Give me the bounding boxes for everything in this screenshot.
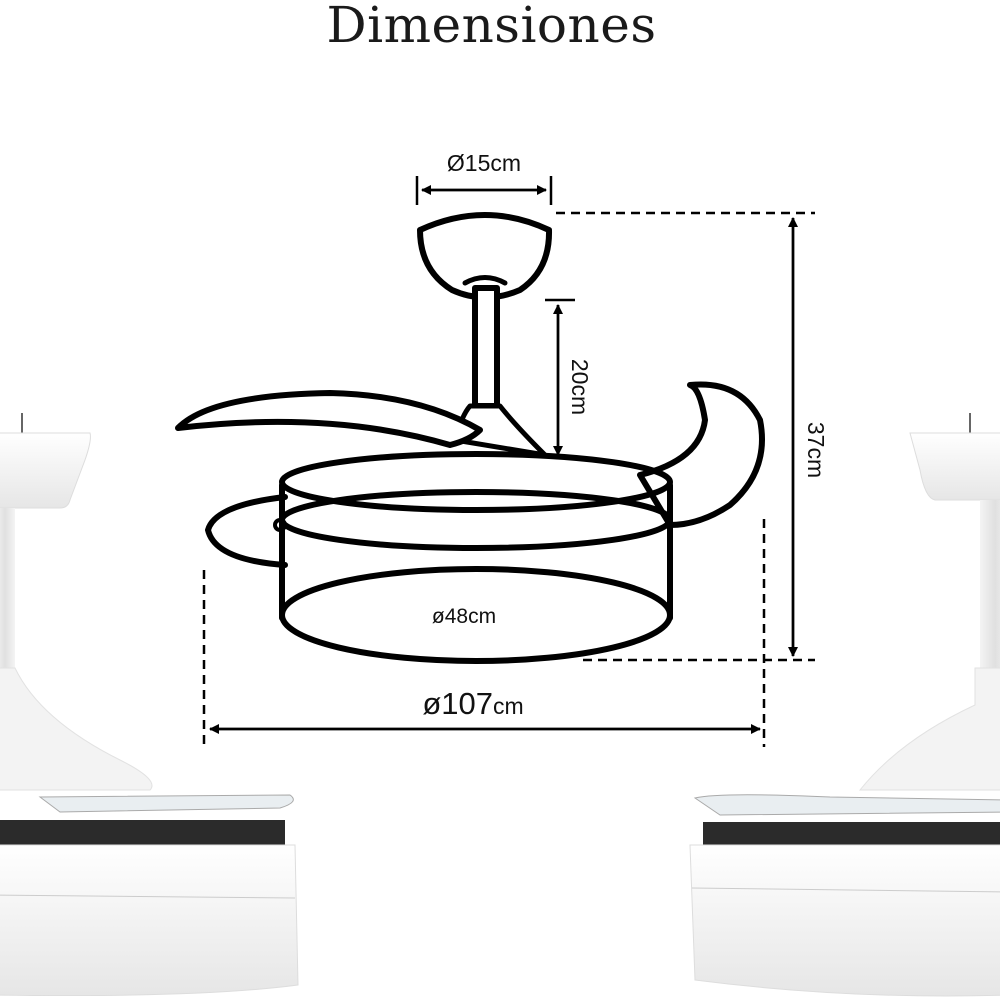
blade-span-label: ø107cm [422,686,523,721]
dimension-lines [202,176,815,747]
total-height-label: 37cm [803,422,829,478]
downrod-length-label: 20cm [567,359,593,415]
left-fan-photo [0,413,299,997]
blade-span-unit: cm [493,693,524,719]
right-fan-photo [689,413,1000,997]
fan-line-drawing [175,212,765,664]
light-diameter-label: ø48cm [432,605,496,628]
canopy-diameter-label: Ø15cm [447,150,521,176]
page-title: Dimensiones [326,0,657,54]
blade-span-number: ø107 [422,686,493,721]
